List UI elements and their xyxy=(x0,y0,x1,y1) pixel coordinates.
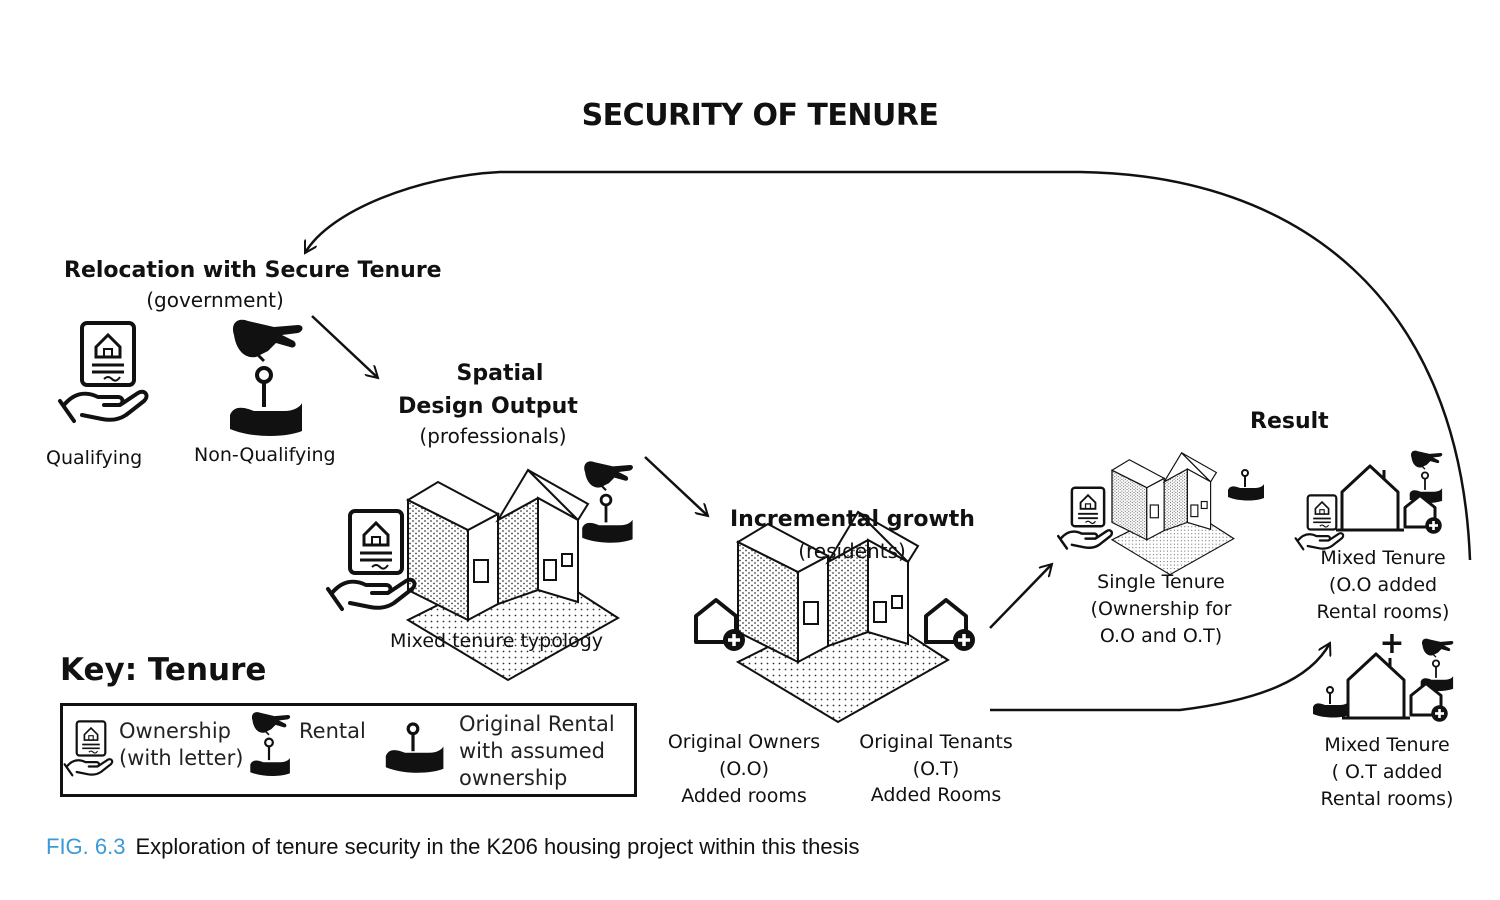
rental-key-icon xyxy=(580,459,635,545)
tenants-label-3: Added Rooms xyxy=(870,784,1002,806)
mixed-tenure-2-line2: ( O.T added xyxy=(1331,761,1443,783)
key-orig-2: with assumed xyxy=(459,739,605,763)
result-heading: Result xyxy=(1250,409,1329,434)
key-orig-3: ownership xyxy=(459,766,568,790)
figure-caption: FIG. 6.3 Exploration of tenure security i… xyxy=(46,834,859,860)
ownership-letter-icon xyxy=(1056,486,1114,550)
ownership-letter-icon xyxy=(63,720,114,777)
owners-label-2: (O.O) xyxy=(718,758,769,780)
mixed-tenure-2-line3: Rental rooms) xyxy=(1320,788,1454,810)
rental-key-icon xyxy=(228,317,305,438)
non-qualifying-label: Non-Qualifying xyxy=(194,444,336,466)
owners-label-1: Original Owners xyxy=(667,731,821,753)
diagram-title: SECURITY OF TENURE xyxy=(581,98,939,133)
house-extension-icon xyxy=(924,598,977,653)
spatial-heading-1: Spatial xyxy=(456,361,544,386)
incremental-sub: (residents) xyxy=(798,539,906,563)
assumed-ownership-key-icon xyxy=(1312,686,1350,719)
arrow-incremental-to-single xyxy=(989,564,1052,629)
incremental-heading: Incremental growth xyxy=(730,507,975,532)
assumed-ownership-key-icon xyxy=(1227,469,1265,502)
arrow-relocation-to-spatial xyxy=(311,315,378,378)
mixed-tenure-1-line3: Rental rooms) xyxy=(1316,601,1450,623)
figure-caption-text: Exploration of tenure security in the K2… xyxy=(135,834,860,859)
mixed-tenure-2-line1: Mixed Tenure xyxy=(1324,734,1450,756)
assumed-ownership-key-icon xyxy=(384,722,445,775)
rental-key-icon xyxy=(249,711,292,778)
figure-number: FIG. 6.3 xyxy=(46,834,126,859)
ownership-letter-icon xyxy=(1294,494,1345,551)
ownership-letter-icon xyxy=(58,321,149,423)
tenants-label-2: (O.T) xyxy=(912,758,960,780)
housing-typology-drawing xyxy=(1111,452,1235,576)
relocation-sub: (government) xyxy=(146,288,284,312)
spatial-sub: (professionals) xyxy=(419,424,567,448)
arrow-incremental-to-mixed xyxy=(990,643,1330,712)
rental-key-icon xyxy=(1408,449,1444,504)
arrow-spatial-to-incremental xyxy=(644,456,708,516)
ownership-letter-icon xyxy=(326,509,417,611)
single-tenure-1: Single Tenure xyxy=(1097,571,1225,593)
owners-label-3: Added rooms xyxy=(681,785,807,807)
single-tenure-3: O.O and O.T) xyxy=(1099,625,1223,647)
relocation-heading: Relocation with Secure Tenure xyxy=(64,258,442,283)
key-box: Ownership (with letter) Rental Original … xyxy=(60,703,637,797)
tenants-label-1: Original Tenants xyxy=(859,731,1013,753)
key-rental: Rental xyxy=(299,719,366,743)
house-icon xyxy=(1334,464,1406,532)
house-icon xyxy=(1340,652,1412,720)
plus-sign: + xyxy=(1379,626,1405,661)
key-ownership-1: Ownership xyxy=(119,719,231,743)
single-tenure-2: (Ownership for xyxy=(1090,598,1232,620)
mixed-tenure-1-line1: Mixed Tenure xyxy=(1320,547,1446,569)
feedback-arrow xyxy=(303,170,1472,561)
mixed-tenure-1-line2: (O.O added xyxy=(1328,574,1438,596)
qualifying-label: Qualifying xyxy=(46,447,143,469)
spatial-heading-2: Design Output xyxy=(398,394,578,419)
key-orig-1: Original Rental xyxy=(459,712,615,736)
key-ownership-2: (with letter) xyxy=(119,746,244,770)
spatial-caption: Mixed tenure typology xyxy=(390,630,604,652)
key-title: Key: Tenure xyxy=(60,652,267,688)
